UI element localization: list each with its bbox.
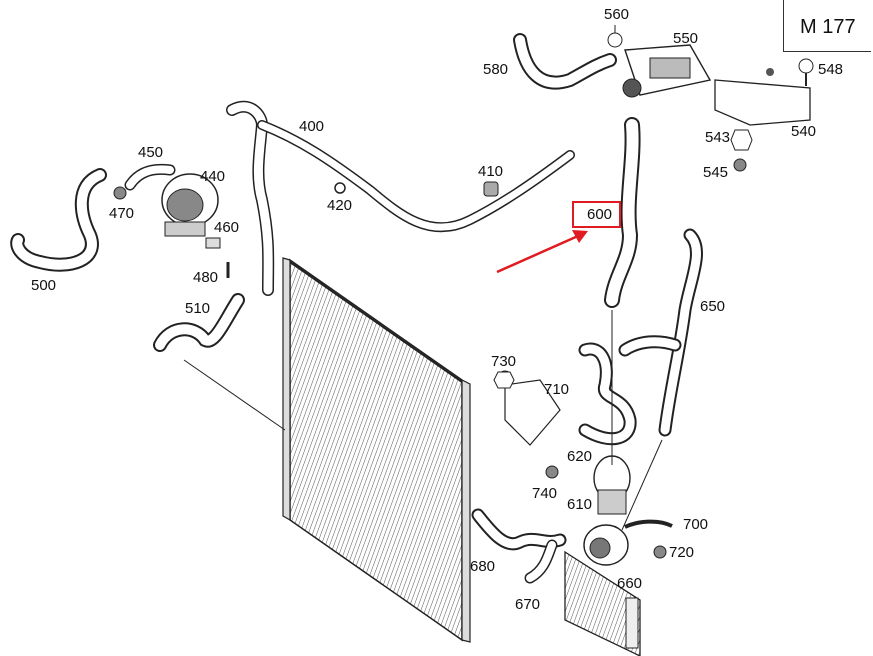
fitting-410-icon — [483, 181, 499, 197]
callout-510: 510 — [185, 300, 211, 317]
hose-680-icon — [471, 508, 567, 551]
hose-670-icon — [524, 539, 558, 584]
model-label: M 177 — [800, 16, 856, 38]
callout-550: 550 — [673, 30, 699, 47]
hose-500-icon — [10, 168, 107, 272]
callout-543: 543 — [705, 129, 731, 146]
nut-543-icon — [730, 129, 753, 151]
highlight-arrow-icon — [496, 230, 588, 274]
screw-720-icon — [653, 545, 667, 559]
callout-710: 710 — [544, 381, 570, 398]
callout-480: 480 — [193, 269, 219, 286]
coolant-pump-610-icon — [593, 455, 631, 515]
callout-670: 670 — [515, 596, 541, 613]
model-box — [783, 0, 871, 52]
bracket-540-icon — [714, 68, 811, 126]
callout-410: 410 — [478, 163, 504, 180]
bracket-460-icon — [205, 237, 221, 249]
clamp-700-icon — [624, 519, 673, 529]
callout-610: 610 — [567, 496, 593, 513]
coolant-pump-440-icon — [161, 173, 219, 237]
callout-440: 440 — [200, 168, 226, 185]
callout-500: 500 — [31, 277, 57, 294]
callout-700: 700 — [683, 516, 709, 533]
screw-740-icon — [545, 465, 559, 479]
screw-560-icon — [607, 25, 623, 48]
nut-545-icon — [733, 158, 747, 172]
callout-660: 660 — [617, 575, 643, 592]
callout-400: 400 — [299, 118, 325, 135]
callout-740: 740 — [532, 485, 558, 502]
hose-650-icon — [658, 228, 703, 437]
callout-470: 470 — [109, 205, 135, 222]
hose-580-icon — [513, 33, 617, 90]
aux-cooler-icon — [564, 550, 641, 656]
hose-400-icon — [226, 100, 575, 296]
callout-545: 545 — [703, 164, 729, 181]
hose-600-icon — [604, 117, 641, 308]
callout-730: 730 — [491, 353, 517, 370]
nut-730-icon — [493, 371, 515, 389]
hose-510-icon — [153, 293, 245, 352]
leader-lines — [183, 310, 663, 531]
clip-420-icon — [334, 182, 346, 194]
highlight-box — [572, 201, 621, 228]
callout-620: 620 — [567, 448, 593, 465]
screw-548-icon — [798, 58, 814, 86]
callout-580: 580 — [483, 61, 509, 78]
radiator-icon — [282, 257, 471, 643]
hose-620-icon — [578, 335, 682, 446]
callout-650: 650 — [700, 298, 726, 315]
callout-680: 680 — [470, 558, 496, 575]
coolant-pump-660-icon — [583, 524, 629, 566]
hose-450-icon — [124, 163, 176, 191]
callout-450: 450 — [138, 144, 164, 161]
callout-560: 560 — [604, 6, 630, 23]
callout-420: 420 — [327, 197, 353, 214]
callout-600: 600 — [587, 206, 613, 223]
clip-470-icon — [113, 186, 127, 200]
callout-540: 540 — [791, 123, 817, 140]
callout-720: 720 — [669, 544, 695, 561]
thermostat-housing-550-icon — [622, 44, 712, 98]
callout-548: 548 — [818, 61, 844, 78]
callout-460: 460 — [214, 219, 240, 236]
